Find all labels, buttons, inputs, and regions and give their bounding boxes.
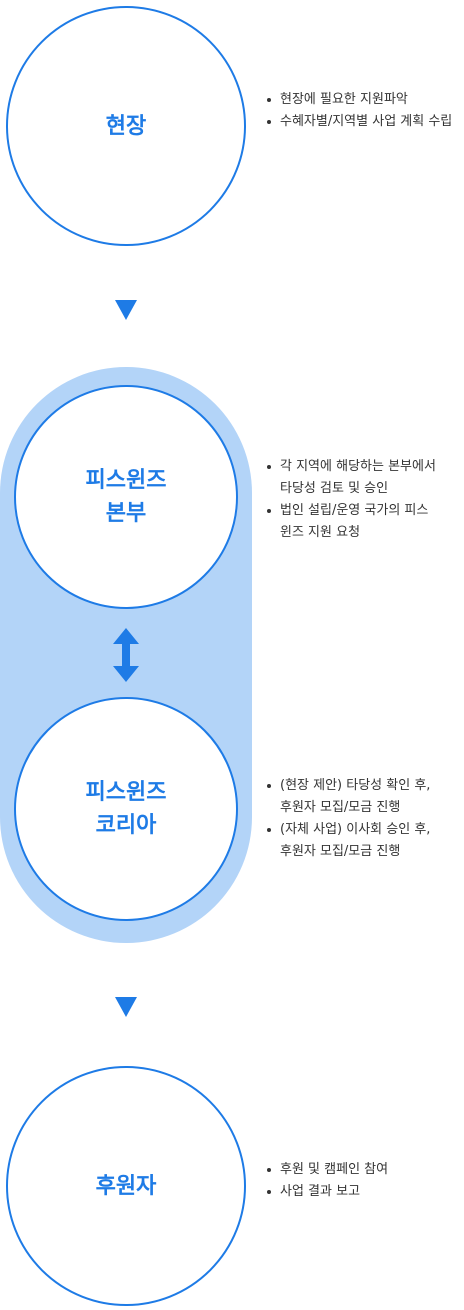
bullet-item: (자체 사업) 이사회 승인 후, 후원자 모집/모금 진행 bbox=[266, 819, 430, 863]
step-donor-circle: 후원자 bbox=[6, 1066, 246, 1306]
bullet-item: 사업 결과 보고 bbox=[266, 1181, 388, 1203]
step-field-circle: 현장 bbox=[6, 6, 246, 246]
step-donor-bullets: 후원 및 캠페인 참여 사업 결과 보고 bbox=[266, 1159, 388, 1203]
bullet-item: 법인 설립/운영 국가의 피스 윈즈 지원 요청 bbox=[266, 500, 436, 544]
step-korea-label: 피스윈즈 코리아 bbox=[85, 780, 167, 838]
step-hq-bullets: 각 지역에 해당하는 본부에서 타당성 검토 및 승인 법인 설립/운영 국가의… bbox=[266, 456, 436, 544]
step-korea-bullets: (현장 제안) 타당성 확인 후, 후원자 모집/모금 진행 (자체 사업) 이… bbox=[266, 775, 430, 863]
bullet-item: 후원 및 캠페인 참여 bbox=[266, 1159, 388, 1181]
bullet-item: 현장에 필요한 지원파악 bbox=[266, 89, 452, 111]
step-field-label: 현장 bbox=[105, 113, 147, 139]
step-hq-label: 피스윈즈 본부 bbox=[85, 468, 167, 526]
step-field-bullets: 현장에 필요한 지원파악 수혜자별/지역별 사업 계획 수립 bbox=[266, 89, 452, 133]
bullet-item: (현장 제안) 타당성 확인 후, 후원자 모집/모금 진행 bbox=[266, 775, 430, 819]
step-hq-circle: 피스윈즈 본부 bbox=[14, 385, 238, 609]
step-korea-circle: 피스윈즈 코리아 bbox=[14, 697, 238, 921]
step-donor-label: 후원자 bbox=[95, 1173, 157, 1199]
bullet-item: 각 지역에 해당하는 본부에서 타당성 검토 및 승인 bbox=[266, 456, 436, 500]
bullet-item: 수혜자별/지역별 사업 계획 수립 bbox=[266, 111, 452, 133]
triangle-down-icon bbox=[115, 300, 137, 320]
double-arrow-vertical-icon bbox=[113, 628, 139, 682]
triangle-down-icon bbox=[115, 997, 137, 1017]
